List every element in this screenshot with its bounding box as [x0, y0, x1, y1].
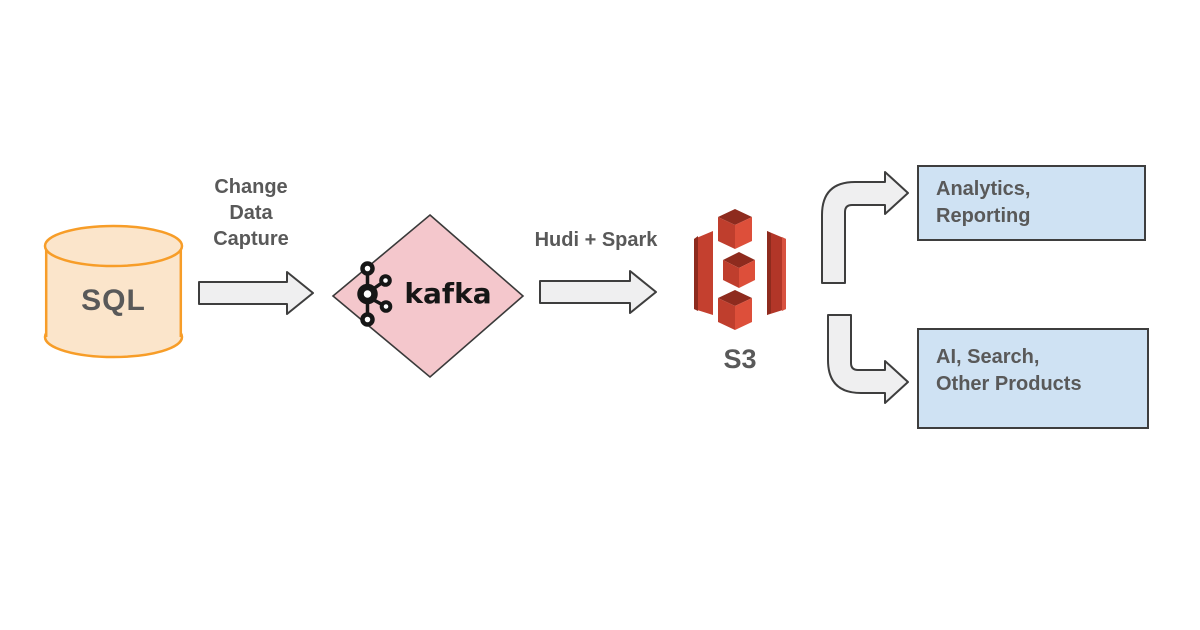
s3-bucket-icon [694, 209, 786, 330]
sql-database-cylinder [43, 224, 184, 359]
cylinder-top [43, 224, 184, 268]
arrow-s3-to-analytics [821, 171, 909, 284]
change-data-capture-label: Change Data Capture [213, 176, 289, 250]
arrow-s3-to-ai [827, 314, 909, 404]
sql-label: SQL [81, 284, 146, 317]
analytics-reporting-box: Analytics, Reporting [917, 165, 1146, 241]
hudi-spark-label: Hudi + Spark [534, 229, 658, 251]
analytics-reporting-label: Analytics, Reporting [936, 178, 1031, 227]
ai-search-label: AI, Search, Other Products [936, 346, 1082, 395]
kafka-wordmark: kafka [404, 277, 492, 310]
s3-label: S3 [723, 344, 757, 374]
kafka-logo-icon [357, 261, 393, 327]
arrow-kafka-to-s3 [539, 270, 657, 314]
arrow-sql-to-kafka [198, 271, 314, 315]
ai-search-box: AI, Search, Other Products [917, 328, 1149, 429]
